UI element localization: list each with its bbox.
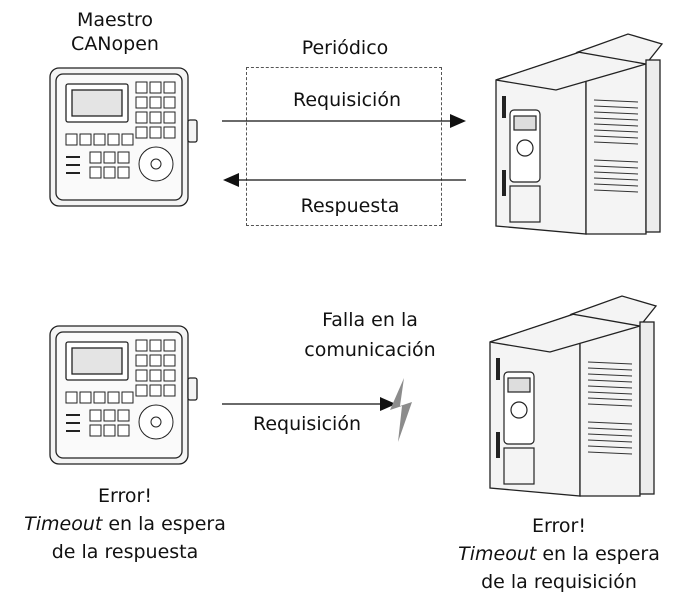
master-timeout-rest: en la espera <box>102 513 226 535</box>
master-controller-icon <box>49 325 198 465</box>
request-label-top: Requisición <box>293 89 401 111</box>
arrows-top <box>222 114 466 187</box>
arrows-bottom <box>222 378 412 442</box>
master-controller-icon <box>49 67 198 207</box>
master-label-line2: CANopen <box>71 33 159 55</box>
failure-label-line1: Falla en la <box>322 309 418 331</box>
master-timeout-word: Timeout <box>24 513 103 535</box>
frequency-drive-icon <box>495 33 664 235</box>
drive-timeout-line: Timeout en la espera <box>444 542 674 566</box>
request-label-bottom: Requisición <box>253 413 361 435</box>
lightning-bolt-icon <box>390 378 412 442</box>
master-error-text: Error! Timeout en la espera de la respue… <box>10 484 240 564</box>
drive-timeout-word: Timeout <box>458 543 537 565</box>
failed-request-arrow-head <box>380 397 396 411</box>
response-label-top: Respuesta <box>300 195 400 217</box>
drive-timeout-rest: en la espera <box>536 543 660 565</box>
failure-label-line2: comunicación <box>304 339 436 361</box>
drive-error-text: Error! Timeout en la espera de la requis… <box>444 514 674 594</box>
response-arrow-head <box>223 173 239 187</box>
drive-timeout-line2: de la requisición <box>481 571 637 593</box>
periodic-label: Periódico <box>301 37 389 59</box>
drive-error-label: Error! <box>532 515 586 537</box>
master-error-label: Error! <box>98 485 152 507</box>
failure-label: Falla en la comunicación <box>290 308 450 362</box>
master-label: Maestro CANopen <box>60 8 170 56</box>
master-timeout-line: Timeout en la espera <box>10 512 240 536</box>
master-label-line1: Maestro <box>76 9 154 31</box>
request-arrow-head <box>450 114 466 128</box>
master-timeout-line2: de la respuesta <box>51 541 199 563</box>
periodic-box <box>246 67 442 226</box>
frequency-drive-icon <box>489 295 658 497</box>
